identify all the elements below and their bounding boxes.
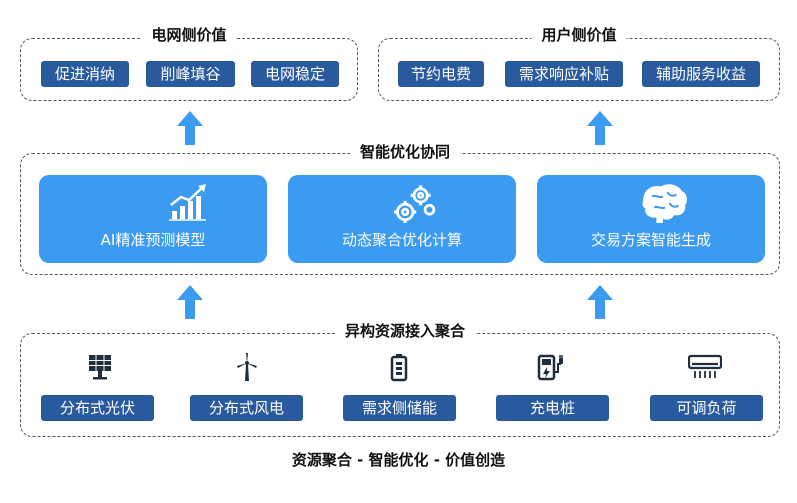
user-value-title: 用户侧价值 [531,26,627,44]
user-value-tag: 辅助服务收益 [642,61,760,87]
up-arrow-icon [587,111,613,145]
card-label: 动态聚合优化计算 [341,231,462,249]
chart-growth-icon [169,184,206,221]
solar-panel-icon [89,355,111,380]
wind-turbine-icon [237,353,257,381]
resource-tag: 可调负荷 [650,395,763,421]
resource-tag: 分布式风电 [190,395,303,421]
user-value-tag: 节约电费 [398,61,484,87]
trade-plan-card: 交易方案智能生成 [537,175,765,263]
gears-icon [394,185,436,223]
card-label: AI精准预测模型 [100,231,206,249]
footer-caption: 资源聚合 - 智能优化 - 价值创造 [291,451,506,469]
battery-icon [390,354,408,382]
user-value-tag: 需求响应补贴 [505,61,623,87]
grid-value-title: 电网侧价值 [141,26,237,44]
up-arrow-icon [177,285,203,319]
brain-icon [642,184,687,223]
dynamic-aggregation-card: 动态聚合优化计算 [288,175,516,263]
card-label: 交易方案智能生成 [590,231,711,249]
grid-value-tag: 削峰填谷 [146,61,235,87]
charging-pile-icon [537,354,563,381]
smart-optimization-title: 智能优化协同 [349,143,461,161]
resource-tag: 需求侧储能 [343,395,456,421]
resources-box [20,333,780,437]
grid-value-tag: 促进消纳 [41,61,129,87]
air-conditioner-icon [688,354,722,378]
ai-prediction-card: AI精准预测模型 [39,175,267,263]
resource-tag: 分布式光伏 [41,395,154,421]
grid-value-tag: 电网稳定 [251,61,339,87]
up-arrow-icon [177,111,203,145]
resource-tag: 充电桩 [496,395,609,421]
up-arrow-icon [587,285,613,319]
resources-title: 异构资源接入聚合 [334,322,476,340]
